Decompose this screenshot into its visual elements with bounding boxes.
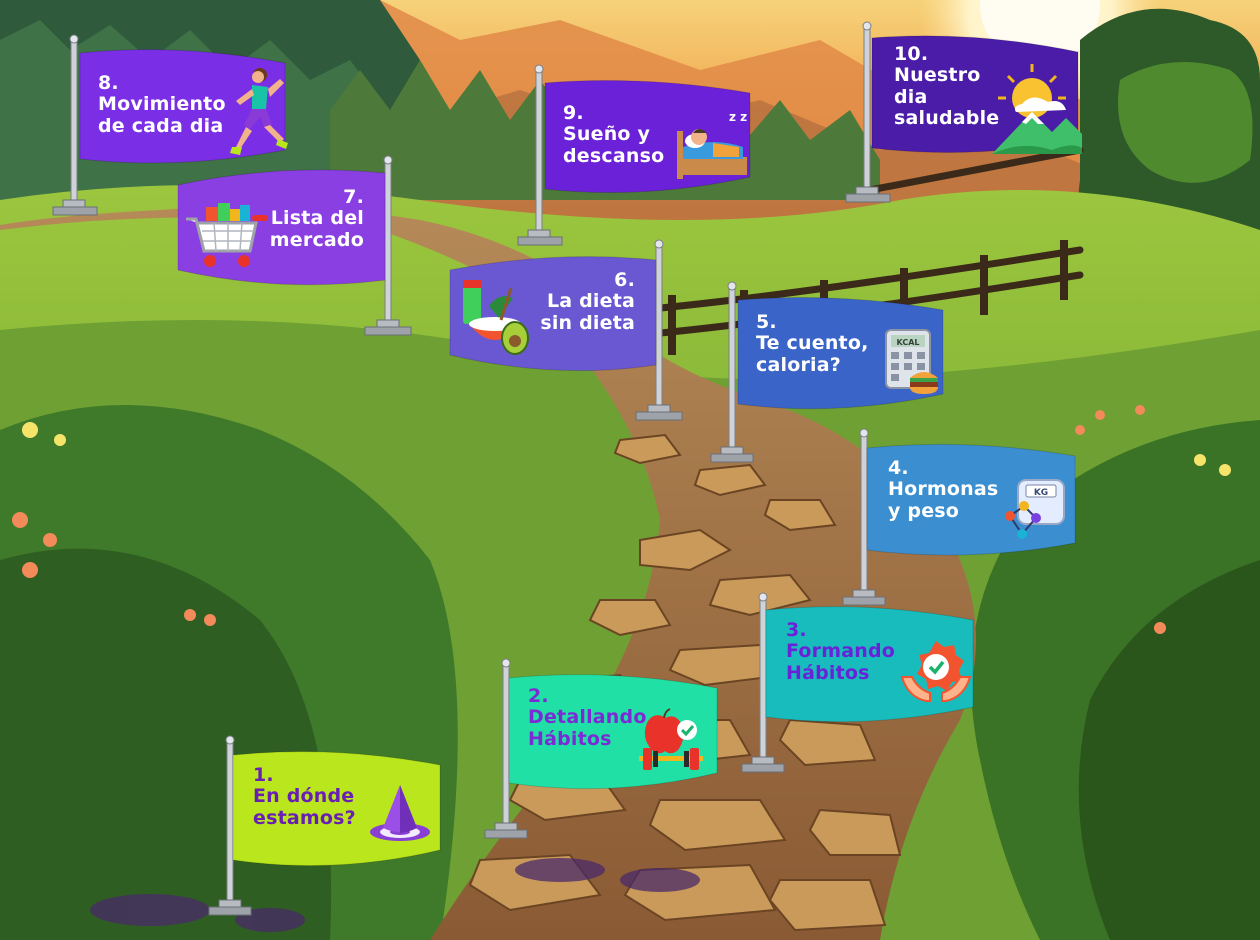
scale-readout: KG bbox=[1034, 488, 1048, 498]
healthy-bowl-icon bbox=[463, 280, 529, 355]
station-title-line: En dónde bbox=[253, 785, 355, 808]
station-number: 9. bbox=[563, 102, 584, 124]
station-3-flag[interactable]: 3. Formando Hábitos bbox=[738, 592, 983, 777]
station-5-flag[interactable]: 5. Te cuento, caloria? KCAL bbox=[708, 281, 953, 467]
scale-molecule-icon: KG bbox=[1005, 479, 1065, 539]
station-number: 2. bbox=[528, 685, 549, 707]
station-7-flag[interactable]: 7. Lista del mercado bbox=[170, 155, 415, 340]
station-9-flag[interactable]: 9. Sueño y descanso z z bbox=[515, 64, 760, 250]
station-title-line: Detallando bbox=[528, 706, 647, 729]
station-number: 3. bbox=[786, 619, 807, 641]
station-1-label: 1. En dónde estamos? bbox=[253, 764, 356, 829]
station-title-line: descanso bbox=[563, 144, 665, 167]
station-number: 6. bbox=[614, 269, 635, 291]
flag-cloth bbox=[79, 49, 286, 164]
station-title-line: estamos? bbox=[253, 806, 356, 829]
flag-cloth bbox=[177, 169, 386, 286]
station-8-flag[interactable]: 8. Movimiento de cada dia bbox=[50, 34, 300, 220]
station-title-line: La dieta bbox=[546, 290, 635, 313]
sun-mountain-icon bbox=[992, 64, 1082, 154]
station-title-line: Sueño y bbox=[563, 123, 651, 146]
station-title-line: Hábitos bbox=[786, 661, 870, 684]
station-6-label: 6. La dieta sin dieta bbox=[537, 269, 635, 334]
hands-gear-check-icon bbox=[900, 641, 972, 702]
flag-pole bbox=[52, 34, 286, 216]
station-8-label: 8. Movimiento de cada dia bbox=[98, 72, 226, 137]
station-title-line: sin dieta bbox=[540, 311, 635, 334]
station-title-line: Movimiento bbox=[98, 93, 226, 116]
station-title-line: mercado bbox=[269, 228, 364, 251]
station-title-line: dia bbox=[894, 85, 928, 108]
station-4-label: 4. Hormonas y peso bbox=[888, 457, 999, 522]
calculator-display: KCAL bbox=[897, 338, 920, 347]
station-title-line: y peso bbox=[888, 499, 960, 522]
apple-dumbbell-check-icon bbox=[639, 708, 703, 770]
station-number: 5. bbox=[756, 311, 777, 333]
station-1-flag[interactable]: 1. En dónde estamos? bbox=[205, 735, 445, 920]
station-6-flag[interactable]: 6. La dieta sin dieta bbox=[445, 239, 683, 425]
station-number: 8. bbox=[98, 72, 119, 94]
station-4-flag[interactable]: 4. Hormonas y peso KG bbox=[840, 428, 1085, 613]
sleeping-bed-icon: z z bbox=[677, 110, 747, 179]
station-number: 1. bbox=[253, 764, 274, 786]
runner-icon bbox=[230, 68, 288, 155]
station-title-line: Lista del bbox=[270, 207, 364, 230]
station-title-line: Te cuento, bbox=[756, 332, 869, 355]
station-10-label: 10. Nuestro dia saludable bbox=[894, 43, 1000, 129]
station-3-label: 3. Formando Hábitos bbox=[786, 619, 896, 684]
station-title-line: Formando bbox=[786, 640, 896, 663]
station-title-line: de cada dia bbox=[98, 114, 224, 137]
flag-cloth bbox=[866, 443, 1076, 556]
calculator-burger-icon: KCAL bbox=[885, 329, 938, 394]
station-title-line: saludable bbox=[894, 106, 1000, 129]
station-title-line: caloria? bbox=[756, 353, 841, 376]
station-2-flag[interactable]: 2. Detallando Hábitos bbox=[482, 658, 722, 843]
station-number: 4. bbox=[888, 457, 909, 479]
station-10-flag[interactable]: 10. Nuestro dia saludable bbox=[842, 21, 1092, 212]
station-2-label: 2. Detallando Hábitos bbox=[528, 685, 647, 750]
station-title-line: Hábitos bbox=[528, 727, 612, 750]
station-number: 10. bbox=[894, 43, 929, 65]
sleep-z-text: z z bbox=[729, 110, 747, 124]
station-7-label: 7. Lista del mercado bbox=[262, 186, 364, 251]
shopping-cart-icon bbox=[186, 203, 268, 267]
flag-pole bbox=[177, 155, 412, 336]
station-5-label: 5. Te cuento, caloria? bbox=[756, 311, 869, 376]
station-9-label: 9. Sueño y descanso bbox=[563, 102, 665, 167]
station-title-line: Hormonas bbox=[888, 478, 999, 501]
purple-cone-target-icon bbox=[370, 785, 430, 841]
station-number: 7. bbox=[343, 186, 364, 208]
flag-pole bbox=[842, 428, 1076, 606]
station-title-line: Nuestro bbox=[894, 64, 981, 87]
